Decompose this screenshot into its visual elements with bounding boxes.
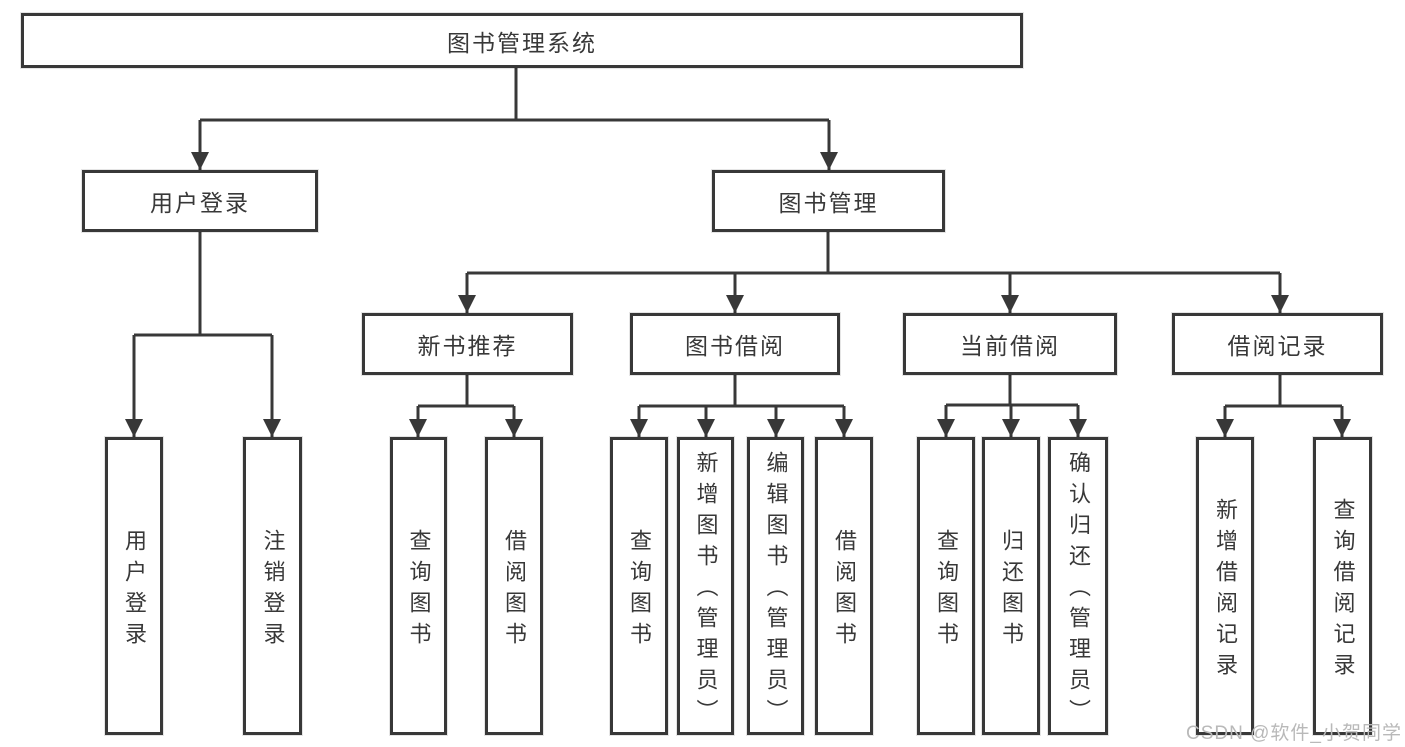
node-book-management: 图书管理 — [712, 170, 945, 232]
node-current-borrow: 当前借阅 — [903, 313, 1117, 375]
node-library-management-system: 图书管理系统 — [21, 13, 1023, 68]
node-label: 注销登录 — [260, 528, 286, 653]
node-label: 用户登录 — [150, 190, 250, 216]
leaf-query-book-borrow: 查询图书 — [610, 437, 668, 735]
node-book-borrow: 图书借阅 — [630, 313, 840, 375]
leaf-add-borrow-record: 新增借阅记录 — [1196, 437, 1254, 735]
connector-root-to-level2 — [191, 68, 838, 170]
node-label: 借阅图书 — [832, 528, 857, 653]
node-label: 查询图书 — [934, 528, 959, 653]
leaf-return-book: 归还图书 — [982, 437, 1040, 735]
leaf-logout: 注销登录 — [243, 437, 302, 735]
node-label: 新增借阅记录 — [1213, 497, 1238, 684]
node-label: 借阅图书 — [502, 528, 527, 653]
node-label: 新书推荐 — [417, 333, 518, 359]
node-label: 用户登录 — [122, 528, 147, 653]
node-label: 当前借阅 — [960, 333, 1060, 359]
leaf-edit-book-admin: 编辑图书（管理员） — [747, 437, 804, 735]
leaf-add-book-admin: 新增图书（管理员） — [677, 437, 734, 735]
node-borrow-records: 借阅记录 — [1172, 313, 1383, 375]
leaf-query-borrow-record: 查询借阅记录 — [1313, 437, 1372, 735]
connector-current-borrow-to-leaves — [937, 375, 1087, 437]
node-label: 图书管理系统 — [447, 29, 597, 56]
node-label: 新增图书（管理员） — [693, 451, 719, 730]
node-label: 查询借阅记录 — [1330, 497, 1356, 684]
leaf-user-login: 用户登录 — [105, 437, 163, 735]
csdn-watermark: CSDN @软件_小贺同学 — [1186, 723, 1402, 744]
node-label: 图书管理 — [778, 190, 879, 216]
node-label: 借阅记录 — [1227, 333, 1328, 359]
connector-book-borrow-to-leaves — [630, 375, 853, 437]
node-label: 查询图书 — [406, 528, 432, 653]
node-label: 查询图书 — [627, 528, 652, 653]
node-label: 图书借阅 — [685, 333, 785, 359]
node-new-book-recommend: 新书推荐 — [362, 313, 573, 375]
connector-user-login-to-leaves — [125, 232, 281, 437]
connector-new-book-to-leaves — [409, 375, 523, 437]
node-label: 归还图书 — [999, 528, 1024, 653]
node-label: 编辑图书（管理员） — [763, 451, 789, 730]
leaf-borrow-book-recommend: 借阅图书 — [485, 437, 543, 735]
leaf-query-book-current: 查询图书 — [917, 437, 975, 735]
connector-borrow-records-to-leaves — [1216, 375, 1351, 437]
leaf-query-book-recommend: 查询图书 — [390, 437, 447, 735]
leaf-borrow-book: 借阅图书 — [815, 437, 873, 735]
node-user-login: 用户登录 — [82, 170, 318, 232]
connector-book-management-to-level3 — [458, 232, 1289, 313]
node-label: 确认归还（管理员） — [1066, 451, 1091, 730]
leaf-confirm-return-admin: 确认归还（管理员） — [1048, 437, 1108, 735]
